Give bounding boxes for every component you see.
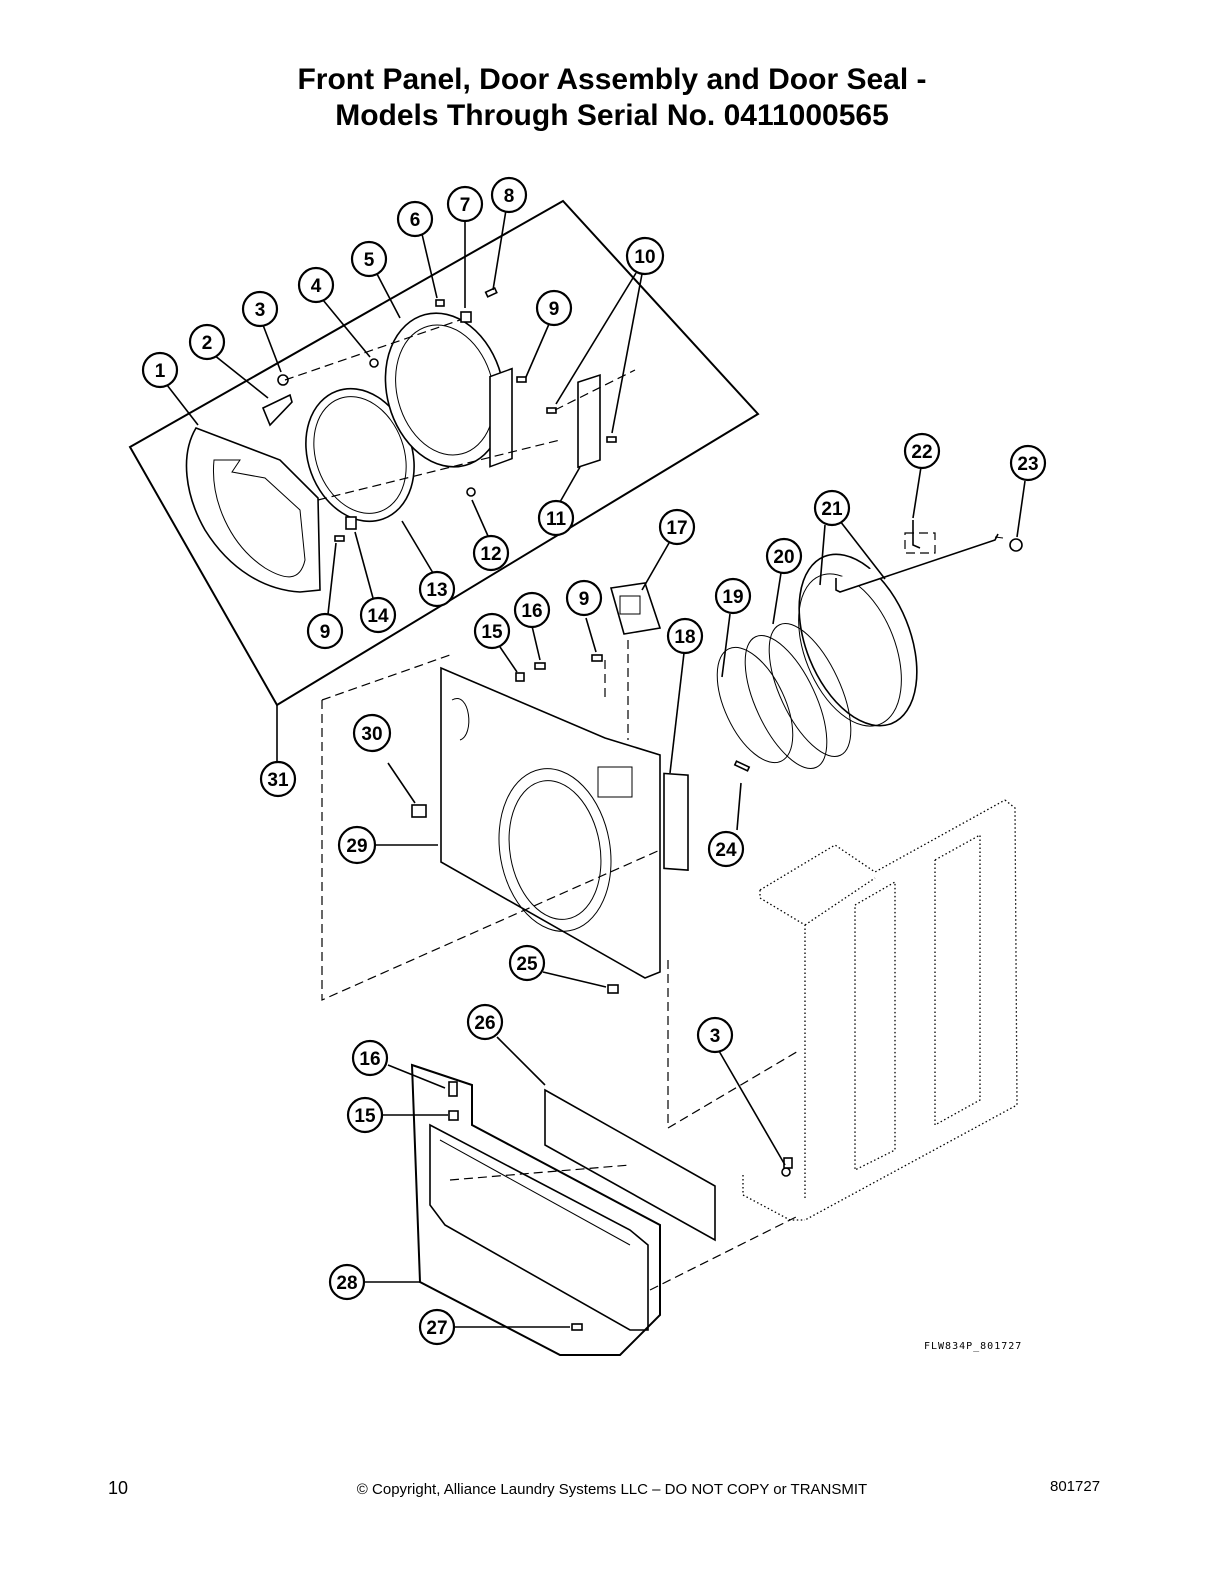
part-cabinet — [742, 799, 1018, 1221]
svg-text:27: 27 — [426, 1318, 447, 1339]
callout-28: 28 — [328, 1263, 366, 1301]
door-assembly-frame — [128, 199, 760, 707]
part-hose — [835, 520, 1023, 593]
svg-text:3: 3 — [255, 300, 266, 321]
svg-text:10: 10 — [634, 247, 655, 268]
small-hardware — [261, 287, 617, 542]
part-clip — [411, 804, 427, 818]
svg-text:2: 2 — [202, 333, 213, 354]
svg-text:26: 26 — [474, 1013, 495, 1034]
part-door-outer-shell — [185, 427, 321, 593]
callout-7: 7 — [446, 185, 484, 223]
svg-text:28: 28 — [336, 1273, 357, 1294]
callout-30: 30 — [352, 713, 392, 753]
svg-text:8: 8 — [504, 186, 515, 207]
svg-text:13: 13 — [426, 580, 447, 601]
callout-14: 14 — [359, 596, 397, 634]
part-kick-panel — [429, 1123, 649, 1331]
callout-17: 17 — [658, 508, 696, 546]
svg-text:19: 19 — [722, 587, 743, 608]
svg-text:31: 31 — [267, 770, 289, 791]
svg-text:25: 25 — [516, 954, 538, 975]
callout-15-bottom: 15 — [346, 1096, 384, 1134]
svg-text:7: 7 — [460, 195, 471, 216]
callout-16-bottom: 16 — [351, 1039, 389, 1077]
callout-3-bottom: 3 — [696, 1016, 734, 1054]
kick-panel-frame — [410, 1063, 661, 1356]
callout-2: 2 — [188, 323, 226, 361]
svg-text:30: 30 — [361, 724, 382, 745]
callout-5: 5 — [350, 240, 388, 278]
part-front-panel — [440, 666, 661, 979]
callout-8: 8 — [490, 176, 528, 214]
callout-3: 3 — [241, 290, 279, 328]
svg-text:9: 9 — [320, 622, 331, 643]
svg-text:9: 9 — [549, 299, 560, 320]
svg-text:3: 3 — [710, 1026, 721, 1047]
callout-9-left: 9 — [306, 612, 344, 650]
part-insulation-pad — [544, 1088, 716, 1242]
svg-text:23: 23 — [1017, 454, 1038, 475]
callout-22: 22 — [903, 432, 941, 470]
part-inner-door-ring — [384, 312, 513, 468]
callout-6: 6 — [396, 200, 434, 238]
svg-text:22: 22 — [911, 442, 932, 463]
svg-text:29: 29 — [346, 836, 367, 857]
callout-31: 31 — [259, 760, 297, 798]
svg-text:20: 20 — [773, 547, 794, 568]
callout-27: 27 — [418, 1308, 456, 1346]
callout-10: 10 — [625, 236, 665, 276]
page-number: 10 — [108, 1478, 129, 1498]
svg-text:4: 4 — [311, 276, 322, 297]
svg-text:18: 18 — [674, 627, 695, 648]
callout-21: 21 — [813, 489, 851, 527]
callout-20: 20 — [765, 537, 803, 575]
callout-16-top: 16 — [513, 591, 551, 629]
callout-25: 25 — [508, 944, 546, 982]
part-door-switch-bracket — [663, 772, 689, 871]
svg-text:24: 24 — [715, 840, 737, 861]
callout-13: 13 — [418, 570, 456, 608]
callout-26: 26 — [466, 1003, 504, 1041]
callout-4: 4 — [297, 266, 335, 304]
callout-1: 1 — [141, 351, 179, 389]
svg-text:12: 12 — [480, 544, 501, 565]
svg-text:15: 15 — [354, 1106, 376, 1127]
part-door-lock — [609, 582, 662, 635]
callout-12: 12 — [472, 534, 510, 572]
part-hinge — [577, 373, 601, 469]
svg-text:15: 15 — [481, 622, 503, 643]
svg-text:1: 1 — [155, 361, 166, 382]
callout-29: 29 — [337, 825, 377, 865]
page-title-line-1: Front Panel, Door Assembly and Door Seal… — [297, 63, 927, 96]
page-title-line-2: Models Through Serial No. 0411000565 — [335, 99, 889, 132]
svg-text:6: 6 — [410, 210, 421, 231]
svg-text:16: 16 — [521, 601, 542, 622]
svg-text:11: 11 — [546, 509, 567, 530]
callout-19: 19 — [714, 577, 752, 615]
svg-text:14: 14 — [367, 606, 389, 627]
copyright-notice: © Copyright, Alliance Laundry Systems LL… — [356, 1481, 868, 1498]
svg-text:5: 5 — [364, 250, 375, 271]
svg-text:21: 21 — [821, 499, 843, 520]
callout-9-mid: 9 — [565, 579, 603, 617]
callout-24: 24 — [707, 830, 745, 868]
callout-23: 23 — [1009, 444, 1047, 482]
callout-9-top: 9 — [535, 289, 573, 327]
callout-15-top: 15 — [473, 612, 511, 650]
drawing-code: FLW834P_801727 — [924, 1341, 1023, 1352]
svg-text:9: 9 — [579, 589, 590, 610]
callout-11: 11 — [537, 499, 575, 537]
callout-leaders — [166, 209, 1026, 1328]
svg-text:16: 16 — [359, 1049, 380, 1070]
document-number: 801727 — [1050, 1478, 1101, 1495]
svg-text:17: 17 — [666, 518, 687, 539]
callout-18: 18 — [666, 617, 704, 655]
